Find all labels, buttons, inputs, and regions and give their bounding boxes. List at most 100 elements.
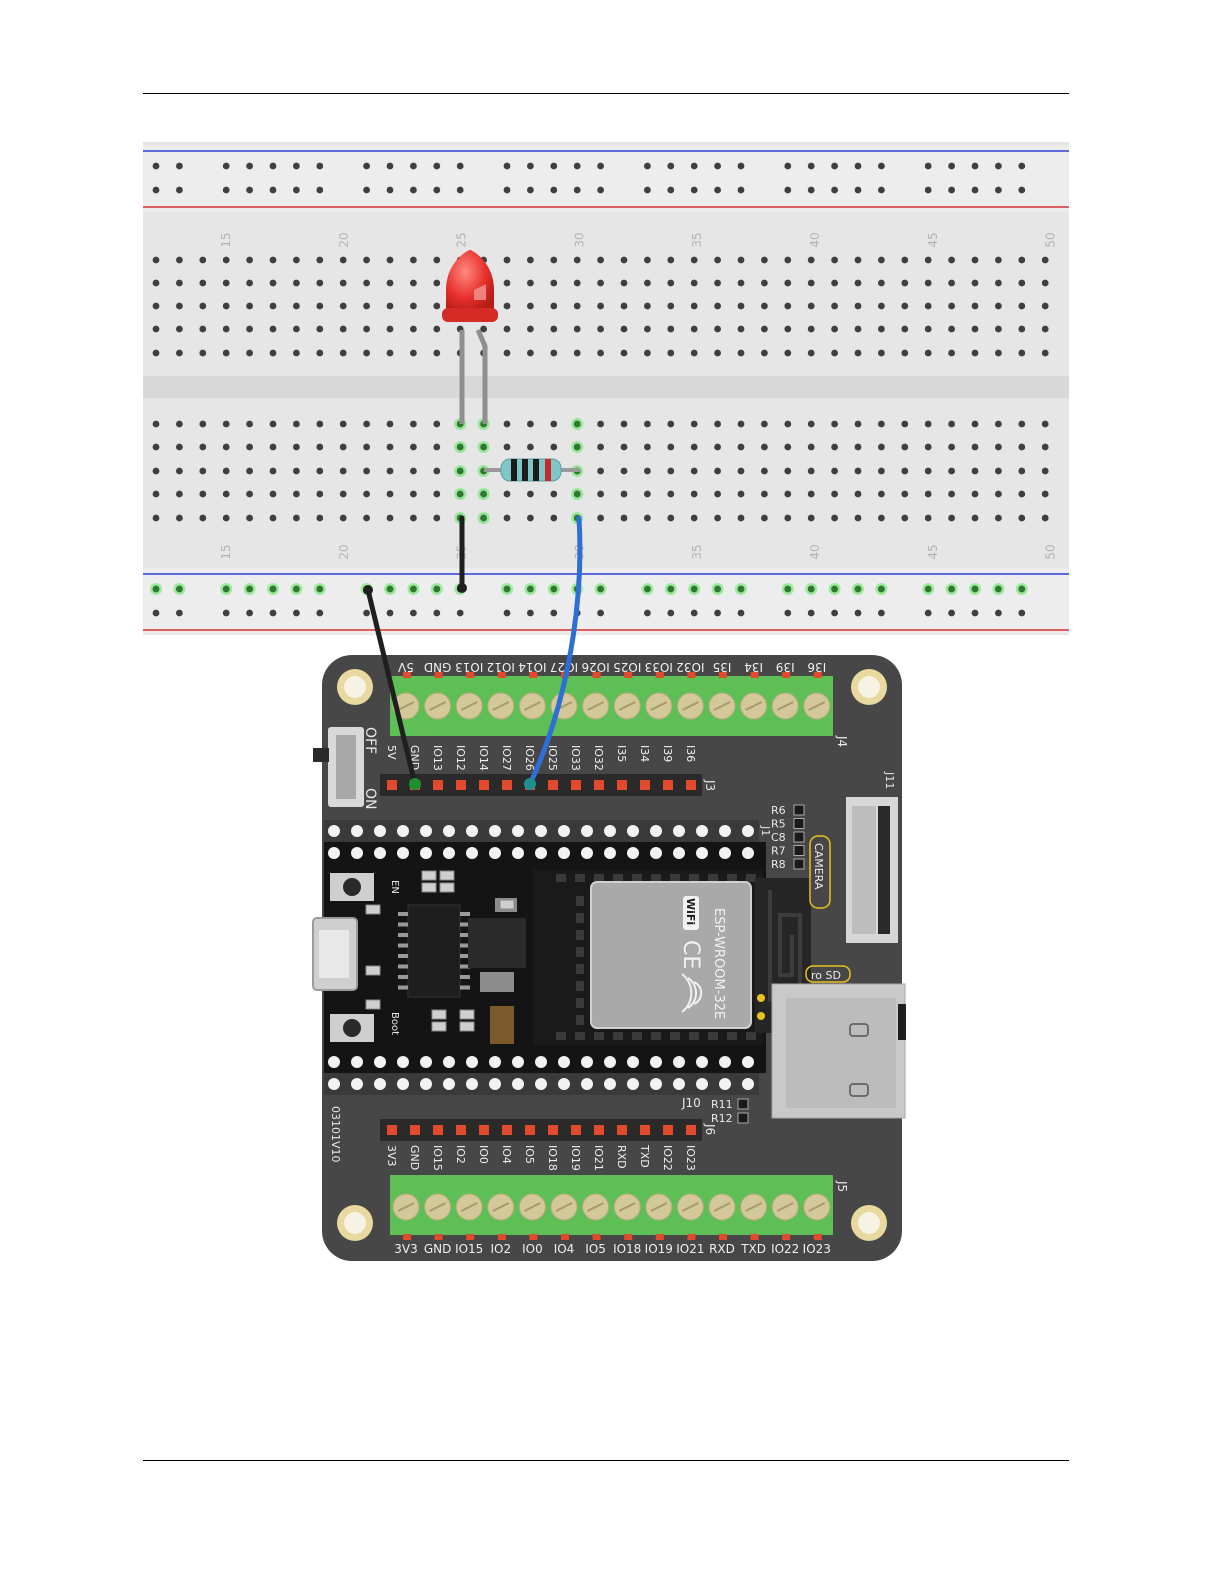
breadboard-hole (293, 443, 300, 451)
breadboard-hole (176, 349, 183, 357)
screw-slot (808, 701, 826, 711)
breadboard-hole (924, 279, 932, 287)
breadboard-hole (948, 256, 955, 264)
breadboard-hole (222, 467, 230, 475)
connected-hole (854, 585, 862, 593)
breadboard-hole (831, 256, 838, 264)
j5-pin-label: IO22 (771, 1242, 799, 1256)
strip-hole (581, 825, 593, 837)
power-switch[interactable]: OFF ON (313, 727, 378, 810)
side-part-label: R5 (771, 818, 786, 831)
micro-sd-slot[interactable]: ro SD (771, 965, 906, 1119)
breadboard-hole (667, 349, 675, 357)
breadboard-hole (644, 420, 651, 428)
j4-pin-label: IO12 (487, 660, 515, 674)
strip-hole (351, 825, 363, 837)
side-part (793, 804, 805, 816)
connected-hole (152, 585, 160, 593)
breadboard-hole (339, 490, 347, 498)
breadboard-hole (807, 349, 815, 357)
breadboard-hole (199, 325, 207, 333)
breadboard-hole (690, 325, 698, 333)
strip-hole (489, 825, 501, 837)
breadboard-hole (924, 490, 932, 498)
breadboard-hole (550, 443, 558, 451)
resistor[interactable] (484, 458, 580, 482)
breadboard-hole (316, 279, 324, 287)
breadboard-hole (948, 514, 955, 522)
breadboard-hole (878, 325, 885, 333)
j5-pin-label: IO2 (490, 1242, 511, 1256)
breadboard-hole (1041, 490, 1049, 498)
breadboard-hole (784, 490, 792, 498)
terminal-pin (687, 672, 696, 678)
breadboard-hole (386, 325, 394, 333)
breadboard-hole (667, 279, 675, 287)
breadboard-hole (761, 514, 768, 522)
rail-hole (714, 162, 721, 170)
breadboard-hole (316, 514, 324, 522)
connected-hole (737, 585, 745, 593)
chip-leg (460, 933, 470, 937)
breadboard-hole (924, 302, 932, 310)
chip-leg (398, 912, 408, 916)
breadboard-hole (410, 256, 417, 264)
breadboard-hole (550, 490, 558, 498)
strip-hole (397, 825, 409, 837)
rail-hole (667, 609, 675, 617)
wire-black-rail-to-gnd[interactable] (365, 587, 418, 787)
breadboard-hole (1018, 256, 1026, 264)
breadboard-hole (948, 279, 955, 287)
screw-slot (429, 701, 447, 711)
j4-pin-label: I34 (744, 660, 763, 674)
breadboard-hole (410, 349, 417, 357)
breadboard-hole (971, 467, 979, 475)
devkit-pin (696, 1056, 708, 1068)
side-part-label: R7 (771, 845, 786, 858)
breadboard-hole (948, 325, 955, 333)
breadboard-hole (293, 302, 300, 310)
breadboard-hole (831, 490, 838, 498)
breadboard-hole (854, 302, 862, 310)
breadboard-hole (690, 443, 698, 451)
screw-slot (397, 1202, 415, 1212)
breadboard-hole (1018, 514, 1026, 522)
breadboard-hole (690, 256, 698, 264)
breadboard-hole (831, 443, 838, 451)
screw-slot (776, 701, 794, 711)
terminal-pin (497, 672, 506, 678)
breadboard-hole (386, 514, 394, 522)
castellation (670, 874, 680, 882)
screw-slot (618, 1202, 636, 1212)
strip-hole (650, 1078, 662, 1090)
breadboard-hole (690, 349, 698, 357)
rail-hole (878, 162, 885, 170)
breadboard-hole (527, 490, 534, 498)
wire-blue-resistor-to-io26[interactable] (527, 515, 583, 787)
breadboard-hole (597, 256, 604, 264)
breadboard-hole (597, 302, 604, 310)
breadboard-hole (761, 256, 768, 264)
rail-hole (1018, 186, 1026, 194)
devkit-pin (581, 1056, 593, 1068)
breadboard-hole (667, 443, 675, 451)
devkit-pin (673, 1056, 685, 1068)
breadboard-hole (1041, 349, 1049, 357)
wifi-logo-box (683, 896, 699, 930)
strip-hole (512, 1078, 524, 1090)
rail-hole (527, 186, 534, 194)
en-label: EN (389, 880, 400, 894)
red-led[interactable] (442, 250, 498, 424)
breadboard-hole (924, 349, 932, 357)
breadboard-hole (644, 279, 651, 287)
column-number-top: 40 (808, 232, 822, 247)
rail-hole (550, 186, 558, 194)
camera-connector[interactable]: CAMERA J11 (809, 771, 898, 943)
strip-hole (374, 825, 386, 837)
j4-pin-label: IO32 (676, 660, 704, 674)
breadboard-hole (784, 302, 792, 310)
breadboard-hole (269, 467, 277, 475)
breadboard-hole (527, 325, 534, 333)
breadboard-hole (854, 467, 862, 475)
column-number-top: 45 (926, 232, 940, 247)
